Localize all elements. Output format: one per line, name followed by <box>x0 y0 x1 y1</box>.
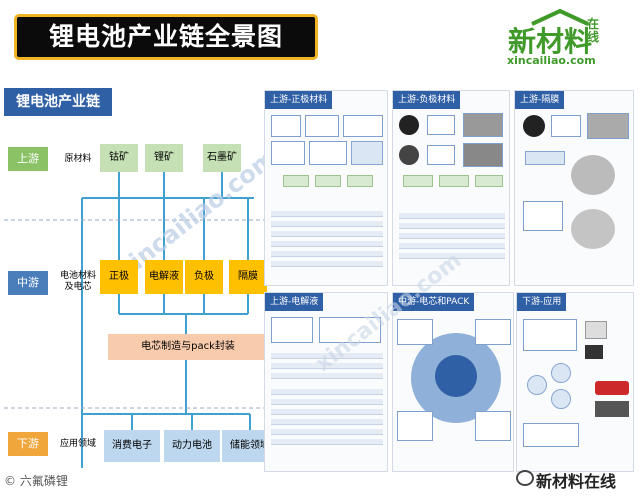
stage-midstream: 中游 <box>8 271 48 295</box>
category-app: 应用领域 <box>59 439 96 449</box>
footer-source: © 六氟磷锂 <box>4 474 68 488</box>
logo-url: xincailiao.com <box>507 54 596 67</box>
stage-downstream: 下游 <box>8 432 48 456</box>
thumbnail-title: 下游-应用 <box>517 293 567 311</box>
category-raw: 原材料 <box>64 154 92 164</box>
process-node: 电芯制造与pack封装 <box>108 334 268 360</box>
material-node: 钴矿 <box>100 144 138 172</box>
component-node: 隔膜 <box>229 260 267 294</box>
thumbnail-anode: 上游-负极材料 <box>392 90 510 286</box>
thumbnail-cathode: 上游-正极材料 <box>264 90 388 286</box>
wechat-icon <box>516 470 534 486</box>
logo-side-text: 在线 <box>587 17 600 44</box>
thumbnail-title: 上游-电解液 <box>265 293 324 311</box>
logo-roof-icon <box>531 8 589 26</box>
material-node: 石墨矿 <box>203 144 241 172</box>
thumbnail-title: 中游-电芯和PACK <box>393 293 475 311</box>
page-title: 锂电池产业链全景图 <box>14 14 318 60</box>
thumbnail-title: 上游-正极材料 <box>265 91 333 109</box>
thumbnail-separator: 上游-隔膜 <box>514 90 634 286</box>
component-node: 负极 <box>185 260 223 294</box>
thumbnail-electrolyte: 上游-电解液 <box>264 292 388 472</box>
thumbnail-title: 上游-隔膜 <box>515 91 565 109</box>
category-mid: 电池材料及电芯 <box>59 271 96 292</box>
application-node: 动力电池 <box>164 430 220 462</box>
application-node: 消费电子 <box>104 430 160 462</box>
component-node: 电解液 <box>145 260 183 294</box>
thumbnail-applications: 下游-应用 <box>516 292 634 472</box>
diagram-subtitle: 锂电池产业链 <box>4 88 112 116</box>
logo-text: 新材料 <box>508 25 593 58</box>
component-node: 正极 <box>100 260 138 294</box>
diagram-connectors <box>4 172 266 468</box>
footer-brand: 新材料在线 <box>536 472 617 491</box>
thumbnail-title: 上游-负极材料 <box>393 91 461 109</box>
stage-upstream: 上游 <box>8 147 48 171</box>
material-node: 锂矿 <box>145 144 183 172</box>
thumbnail-cell-pack: 中游-电芯和PACK <box>392 292 514 472</box>
